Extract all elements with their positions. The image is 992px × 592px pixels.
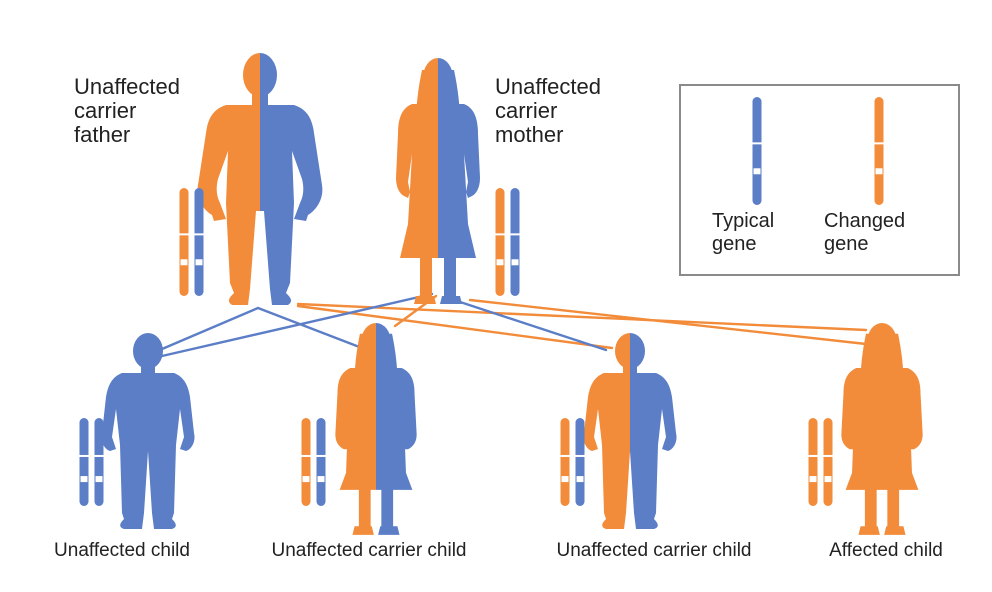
mother-label-line-1: Unaffected (495, 74, 602, 99)
legend-changed-chromosome-icon (874, 97, 884, 205)
inheritance-line-8 (468, 298, 868, 346)
legend (679, 84, 960, 276)
inheritance-line-7 (446, 296, 608, 352)
child-2-chromosome-icon-b (316, 418, 326, 506)
mother-label: Unaffected carrier mother (495, 75, 601, 147)
father-label-line-3: father (74, 122, 131, 147)
father-label: Unaffected carrier father (74, 75, 180, 147)
inheritance-line-4 (296, 302, 868, 332)
legend-changed-line-1: Changed (824, 210, 906, 232)
adult-woman-icon (396, 58, 480, 304)
legend-typical-line-2: gene (712, 233, 757, 255)
boy-icon-3 (583, 333, 677, 529)
inheritance-line-5 (160, 292, 434, 358)
child-3-chromosome-icon-b (575, 418, 585, 506)
inheritance-line-1 (153, 306, 260, 354)
child-1-chromosome-icon-b (94, 418, 104, 506)
adult-woman-icon-right-half (438, 58, 480, 304)
child-4-chromosome-icon-a (808, 418, 818, 506)
legend-changed-line-2: gene (824, 233, 869, 255)
inheritance-line-2 (256, 306, 364, 350)
girl-icon-4 (841, 323, 923, 535)
child-4-label: Affected child (829, 540, 943, 561)
child-2-chromosome-icon-a (301, 418, 311, 506)
inheritance-lines (153, 292, 868, 358)
chromosome-pairs (79, 97, 884, 506)
girl-icon-2 (335, 323, 417, 535)
boy-icon-3-right-half (630, 333, 677, 529)
child-1-label: Unaffected child (54, 540, 190, 561)
mother-label-line-3: mother (495, 122, 564, 147)
father-label-line-2: carrier (74, 98, 137, 123)
child-1-chromosome-icon-a (79, 418, 89, 506)
father-label-line-1: Unaffected (74, 74, 181, 99)
father-chromosome-icon-a (179, 188, 189, 296)
adult-man-icon (197, 53, 323, 305)
mother-chromosome-icon-b (510, 188, 520, 296)
father-chromosome-icon-b (194, 188, 204, 296)
mother-chromosome-icon-a (495, 188, 505, 296)
legend-typical-label: Typical gene (712, 210, 774, 256)
boy-icon-1 (101, 333, 195, 529)
child-4-chromosome-icon-b (823, 418, 833, 506)
mother-label-line-2: carrier (495, 98, 558, 123)
legend-typical-line-1: Typical (712, 210, 775, 232)
child-2-label: Unaffected carrier child (271, 540, 467, 561)
boy-icon-1-right-half (148, 333, 195, 529)
legend-changed-label: Changed gene (824, 210, 905, 256)
child-3-chromosome-icon-a (560, 418, 570, 506)
legend-typical-chromosome-icon (752, 97, 762, 205)
child-3-label: Unaffected carrier child (556, 540, 752, 561)
